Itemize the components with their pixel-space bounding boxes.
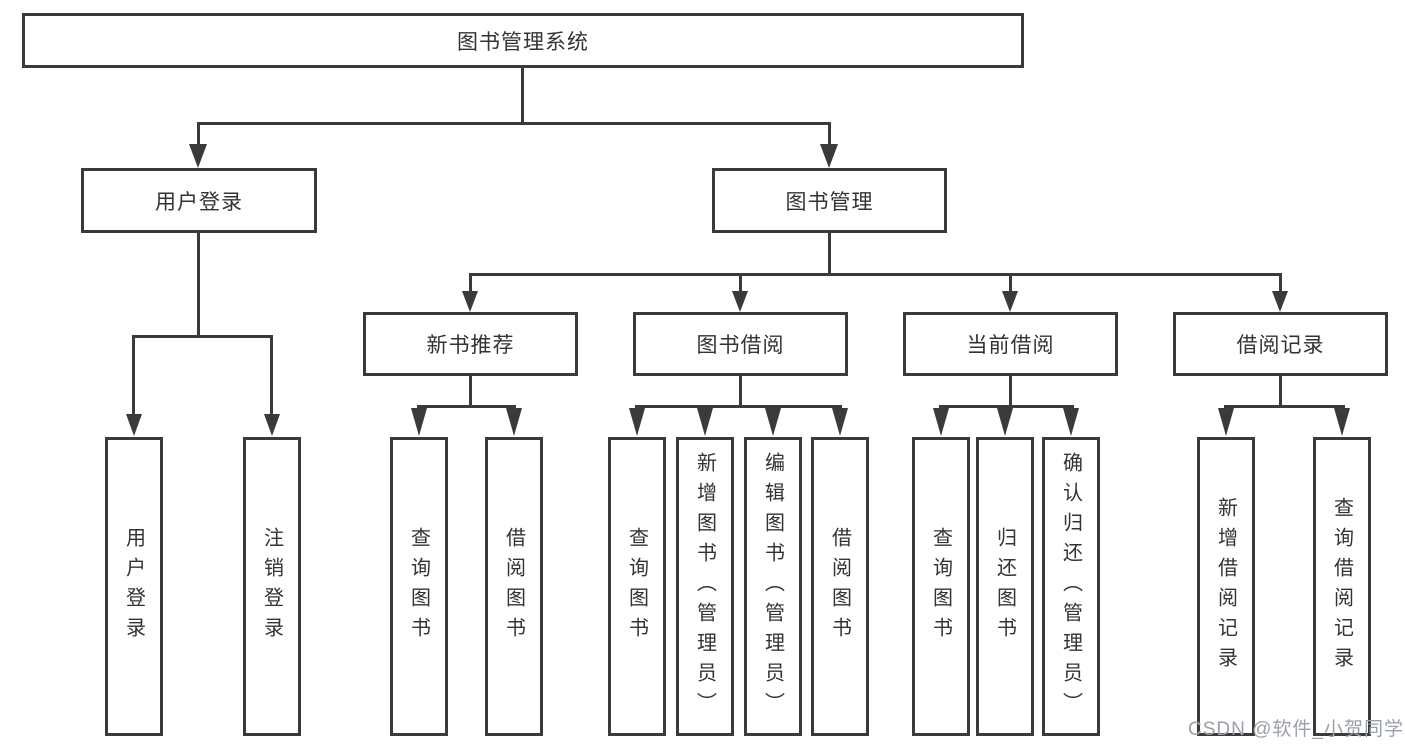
connector-currentborrow-stem	[1009, 376, 1012, 408]
connector-bookmgmt-stem	[828, 233, 831, 276]
arrowhead-down-icon	[997, 408, 1013, 436]
leaf-confirm-return-admin: 确认归还（管理员）	[1042, 437, 1100, 736]
connector-newbooks-stem	[469, 376, 472, 408]
node-new-books: 新书推荐	[363, 312, 578, 376]
node-user-login: 用户登录	[81, 168, 317, 233]
node-borrow-records: 借阅记录	[1173, 312, 1388, 376]
arrowhead-down-icon	[933, 408, 949, 436]
arrowhead-down-icon	[1272, 291, 1288, 312]
connector-level2-drop-right	[828, 122, 831, 146]
leaf-return-book: 归还图书	[976, 437, 1034, 736]
leaf-user-login: 用户登录	[105, 437, 163, 736]
arrowhead-down-icon	[264, 414, 280, 436]
connector-userlogin-drop-right	[270, 335, 273, 415]
arrowhead-down-icon	[629, 408, 645, 436]
leaf-query-books-newbooks: 查询图书	[390, 437, 448, 736]
connector-level2-drop-left	[197, 122, 200, 146]
connector-bookborrow-stem	[739, 376, 742, 408]
arrowhead-down-icon	[1063, 408, 1079, 436]
connector-userlogin-drop-left	[132, 335, 135, 415]
arrowhead-down-icon	[697, 408, 713, 436]
connector-level3-drop-2	[739, 273, 742, 293]
connector-borrowrecords-stem	[1279, 376, 1282, 408]
arrowhead-down-icon	[765, 408, 781, 436]
arrowhead-down-icon	[1334, 408, 1350, 436]
arrowhead-down-icon	[1002, 291, 1018, 312]
connector-level2-bar	[197, 122, 831, 125]
arrowhead-down-icon	[126, 414, 142, 436]
leaf-logout: 注销登录	[243, 437, 301, 736]
connector-userlogin-stem	[197, 232, 200, 338]
connector-bookborrow-bar	[635, 405, 842, 408]
csdn-watermark: CSDN @软件_小贺同学	[1188, 719, 1404, 740]
leaf-borrow-books-newbooks: 借阅图书	[485, 437, 543, 736]
connector-level3-drop-4	[1279, 273, 1282, 293]
node-root: 图书管理系统	[22, 13, 1024, 68]
connector-level3-drop-3	[1009, 273, 1012, 293]
arrowhead-down-icon	[189, 144, 207, 168]
connector-level3-bar	[469, 273, 1282, 276]
leaf-borrow-book: 借阅图书	[811, 437, 869, 736]
arrowhead-down-icon	[506, 408, 522, 436]
node-book-borrow: 图书借阅	[633, 312, 848, 376]
node-current-borrow: 当前借阅	[903, 312, 1118, 376]
connector-currentborrow-bar	[939, 405, 1074, 408]
leaf-edit-book-admin: 编辑图书（管理员）	[744, 437, 802, 736]
arrowhead-down-icon	[462, 291, 478, 312]
connector-userlogin-bar	[132, 335, 273, 338]
leaf-query-books-borrow: 查询图书	[608, 437, 666, 736]
leaf-query-borrow-record: 查询借阅记录	[1313, 437, 1371, 736]
leaf-query-books-current: 查询图书	[912, 437, 970, 736]
arrowhead-down-icon	[820, 144, 838, 168]
node-book-mgmt: 图书管理	[712, 168, 947, 233]
connector-newbooks-bar	[417, 405, 516, 408]
arrowhead-down-icon	[411, 408, 427, 436]
connector-level3-drop-1	[469, 273, 472, 293]
arrowhead-down-icon	[832, 408, 848, 436]
leaf-add-borrow-record: 新增借阅记录	[1197, 437, 1255, 736]
leaf-add-book-admin: 新增图书（管理员）	[676, 437, 734, 736]
arrowhead-down-icon	[732, 291, 748, 312]
arrowhead-down-icon	[1218, 408, 1234, 436]
connector-root-stem	[521, 68, 524, 125]
connector-borrowrecords-bar	[1224, 405, 1345, 408]
